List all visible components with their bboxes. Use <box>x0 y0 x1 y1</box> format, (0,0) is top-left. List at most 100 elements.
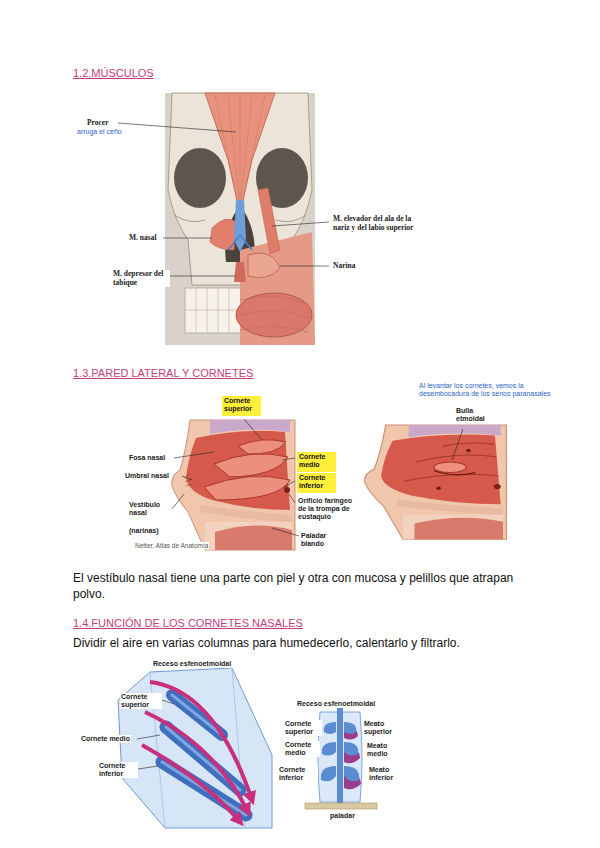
note-text: arruga el ceño <box>76 128 123 136</box>
air-columns-figure <box>118 668 272 828</box>
lateral-wall-figure <box>205 522 292 550</box>
lateral-wall-figure <box>172 420 295 550</box>
body-text: Dividir el aire en varias columnas para … <box>73 636 563 652</box>
leader-lines <box>272 222 329 226</box>
lateral-wall-figure <box>200 505 292 522</box>
turbinates-lifted-figure <box>436 487 441 491</box>
highlighted-label: Cornete medio <box>299 453 333 469</box>
part-label: Meato medio <box>366 742 398 758</box>
part-label: (narinas) <box>128 527 160 535</box>
highlight-box: Cornete superior <box>222 396 261 416</box>
skull-muscles-figure <box>236 293 312 337</box>
turbinates-lifted-figure <box>494 484 501 489</box>
skull-muscles-figure <box>215 95 265 200</box>
body-text: El vestíbulo nasal tiene una parte con p… <box>73 571 543 602</box>
coronal-section-figure <box>324 722 357 734</box>
skull-muscles-figure <box>234 200 246 252</box>
part-label: Receso esfenoetmoidal <box>152 660 232 668</box>
turbinates-lifted-figure <box>414 518 503 540</box>
part-label: Cornete superior <box>284 720 322 736</box>
skull-muscles-figure <box>234 262 246 282</box>
leader-lines <box>284 481 295 487</box>
leader-lines <box>289 494 295 503</box>
leader-lines <box>244 419 262 440</box>
skull-muscles-figure <box>258 188 280 254</box>
lateral-wall-figure <box>284 487 290 493</box>
part-label: Meato inferior <box>368 766 406 782</box>
lateral-wall-figure <box>214 454 288 477</box>
note-text: Al levantar los cornetes, vemos la desem… <box>418 382 562 398</box>
leader-lines <box>162 700 174 704</box>
muscle-label: M. elevador del ala de la nariz y del la… <box>332 215 426 232</box>
part-label: Cornete inferior <box>278 766 318 782</box>
skull-muscles-figure <box>165 93 315 345</box>
part-label: Cornete superior <box>120 693 162 709</box>
coronal-section-figure <box>322 742 358 756</box>
turbinates-lifted-figure <box>404 474 498 481</box>
turbinates-lifted-figure <box>365 425 507 539</box>
leader-lines <box>174 452 214 458</box>
lateral-wall-figure <box>238 440 286 454</box>
turbinates-lifted-figure <box>434 462 466 473</box>
part-label: Bulla etmoidal <box>455 407 493 423</box>
part-label: Cornete medio <box>284 741 320 757</box>
skull-muscles-figure <box>240 296 310 332</box>
highlight-box: Cornete medio <box>297 452 336 472</box>
part-label: Meato superior <box>363 720 401 736</box>
lateral-wall-figure <box>215 525 292 550</box>
leader-lines <box>272 528 299 536</box>
section-heading: 1.2.MÚSCULOS <box>73 67 154 80</box>
part-label: Cornete medio <box>80 735 131 743</box>
leader-lines <box>163 238 212 239</box>
part-label: Orificio faríngeo de la trompa de eustaq… <box>297 497 361 521</box>
part-label: Receso esfenoetmoidal <box>296 700 376 708</box>
muscle-label: Narina <box>332 262 357 271</box>
leader-lines <box>280 266 329 267</box>
lateral-wall-figure <box>186 431 290 510</box>
leader-lines <box>118 123 236 132</box>
muscle-label: M. nasal <box>128 234 158 243</box>
leader-lines <box>118 123 463 769</box>
skull-muscles-figure <box>165 93 315 345</box>
skull-muscles-figure <box>228 235 252 250</box>
highlighted-label: Cornete inferior <box>299 474 333 490</box>
lateral-wall-figure <box>204 476 290 500</box>
coronal-section-figure <box>305 803 377 809</box>
muscle-label: Procer <box>86 119 110 128</box>
muscle-label: M. depresor del tabique <box>112 270 170 287</box>
skull-muscles-figure <box>205 93 275 205</box>
turbinates-lifted-figure <box>416 455 496 462</box>
highlight-box: Cornete inferior <box>297 473 336 493</box>
turbinates-lifted-figure <box>466 449 471 453</box>
part-label: Vestíbulo nasal <box>128 501 172 517</box>
part-label: Umbral nasal <box>124 472 170 480</box>
air-columns-figure <box>118 668 272 828</box>
air-columns-figure <box>145 712 248 812</box>
skull-muscles-figure <box>174 148 226 208</box>
section-heading: 1.3.PARED LATERAL Y CORNETES <box>73 367 253 380</box>
leader-lines <box>137 735 160 739</box>
turbinates-lifted-figure <box>434 471 475 475</box>
turbinates-lifted-figure <box>443 443 494 446</box>
leader-lines <box>170 276 236 277</box>
leader-lines <box>282 458 295 460</box>
skull-muscles-figure <box>185 288 240 333</box>
leader-lines <box>172 494 184 509</box>
turbinates-lifted-figure <box>403 515 503 540</box>
skull-muscles-figure <box>248 253 280 278</box>
part-label: Cornete inferior <box>98 762 138 778</box>
coronal-section-figure <box>321 766 359 781</box>
air-columns-figure <box>142 745 240 822</box>
leader-lines <box>452 429 463 460</box>
source-credit: Netter. Atlas de Anatomía <box>134 542 209 549</box>
turbinates-lifted-figure <box>365 425 507 539</box>
leader-lines <box>182 476 192 480</box>
section-heading: 1.4.FUNCIÓN DE LOS CORNETES NASALES <box>73 617 303 630</box>
part-label: Paladar blando <box>300 532 342 548</box>
part-label: Fosa nasal <box>128 454 166 462</box>
coronal-section-figure <box>337 708 343 804</box>
part-label: paladar <box>329 812 356 820</box>
highlighted-label: Cornete superior <box>224 397 258 413</box>
turbinates-lifted-figure <box>397 500 503 515</box>
